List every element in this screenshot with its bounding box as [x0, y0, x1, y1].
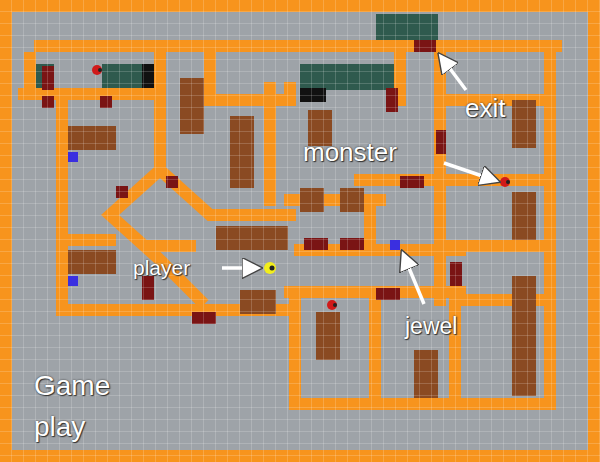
player-label: player — [133, 256, 190, 279]
game-play-label: Game play — [34, 366, 144, 447]
monster-label: monster — [303, 138, 397, 167]
monster-icon — [92, 65, 510, 310]
jewel-icon — [68, 152, 400, 286]
jewel-label: jewel — [405, 314, 457, 339]
player-icon — [264, 262, 276, 274]
callout-arrow — [222, 58, 494, 304]
exit-label: exit — [465, 94, 505, 123]
